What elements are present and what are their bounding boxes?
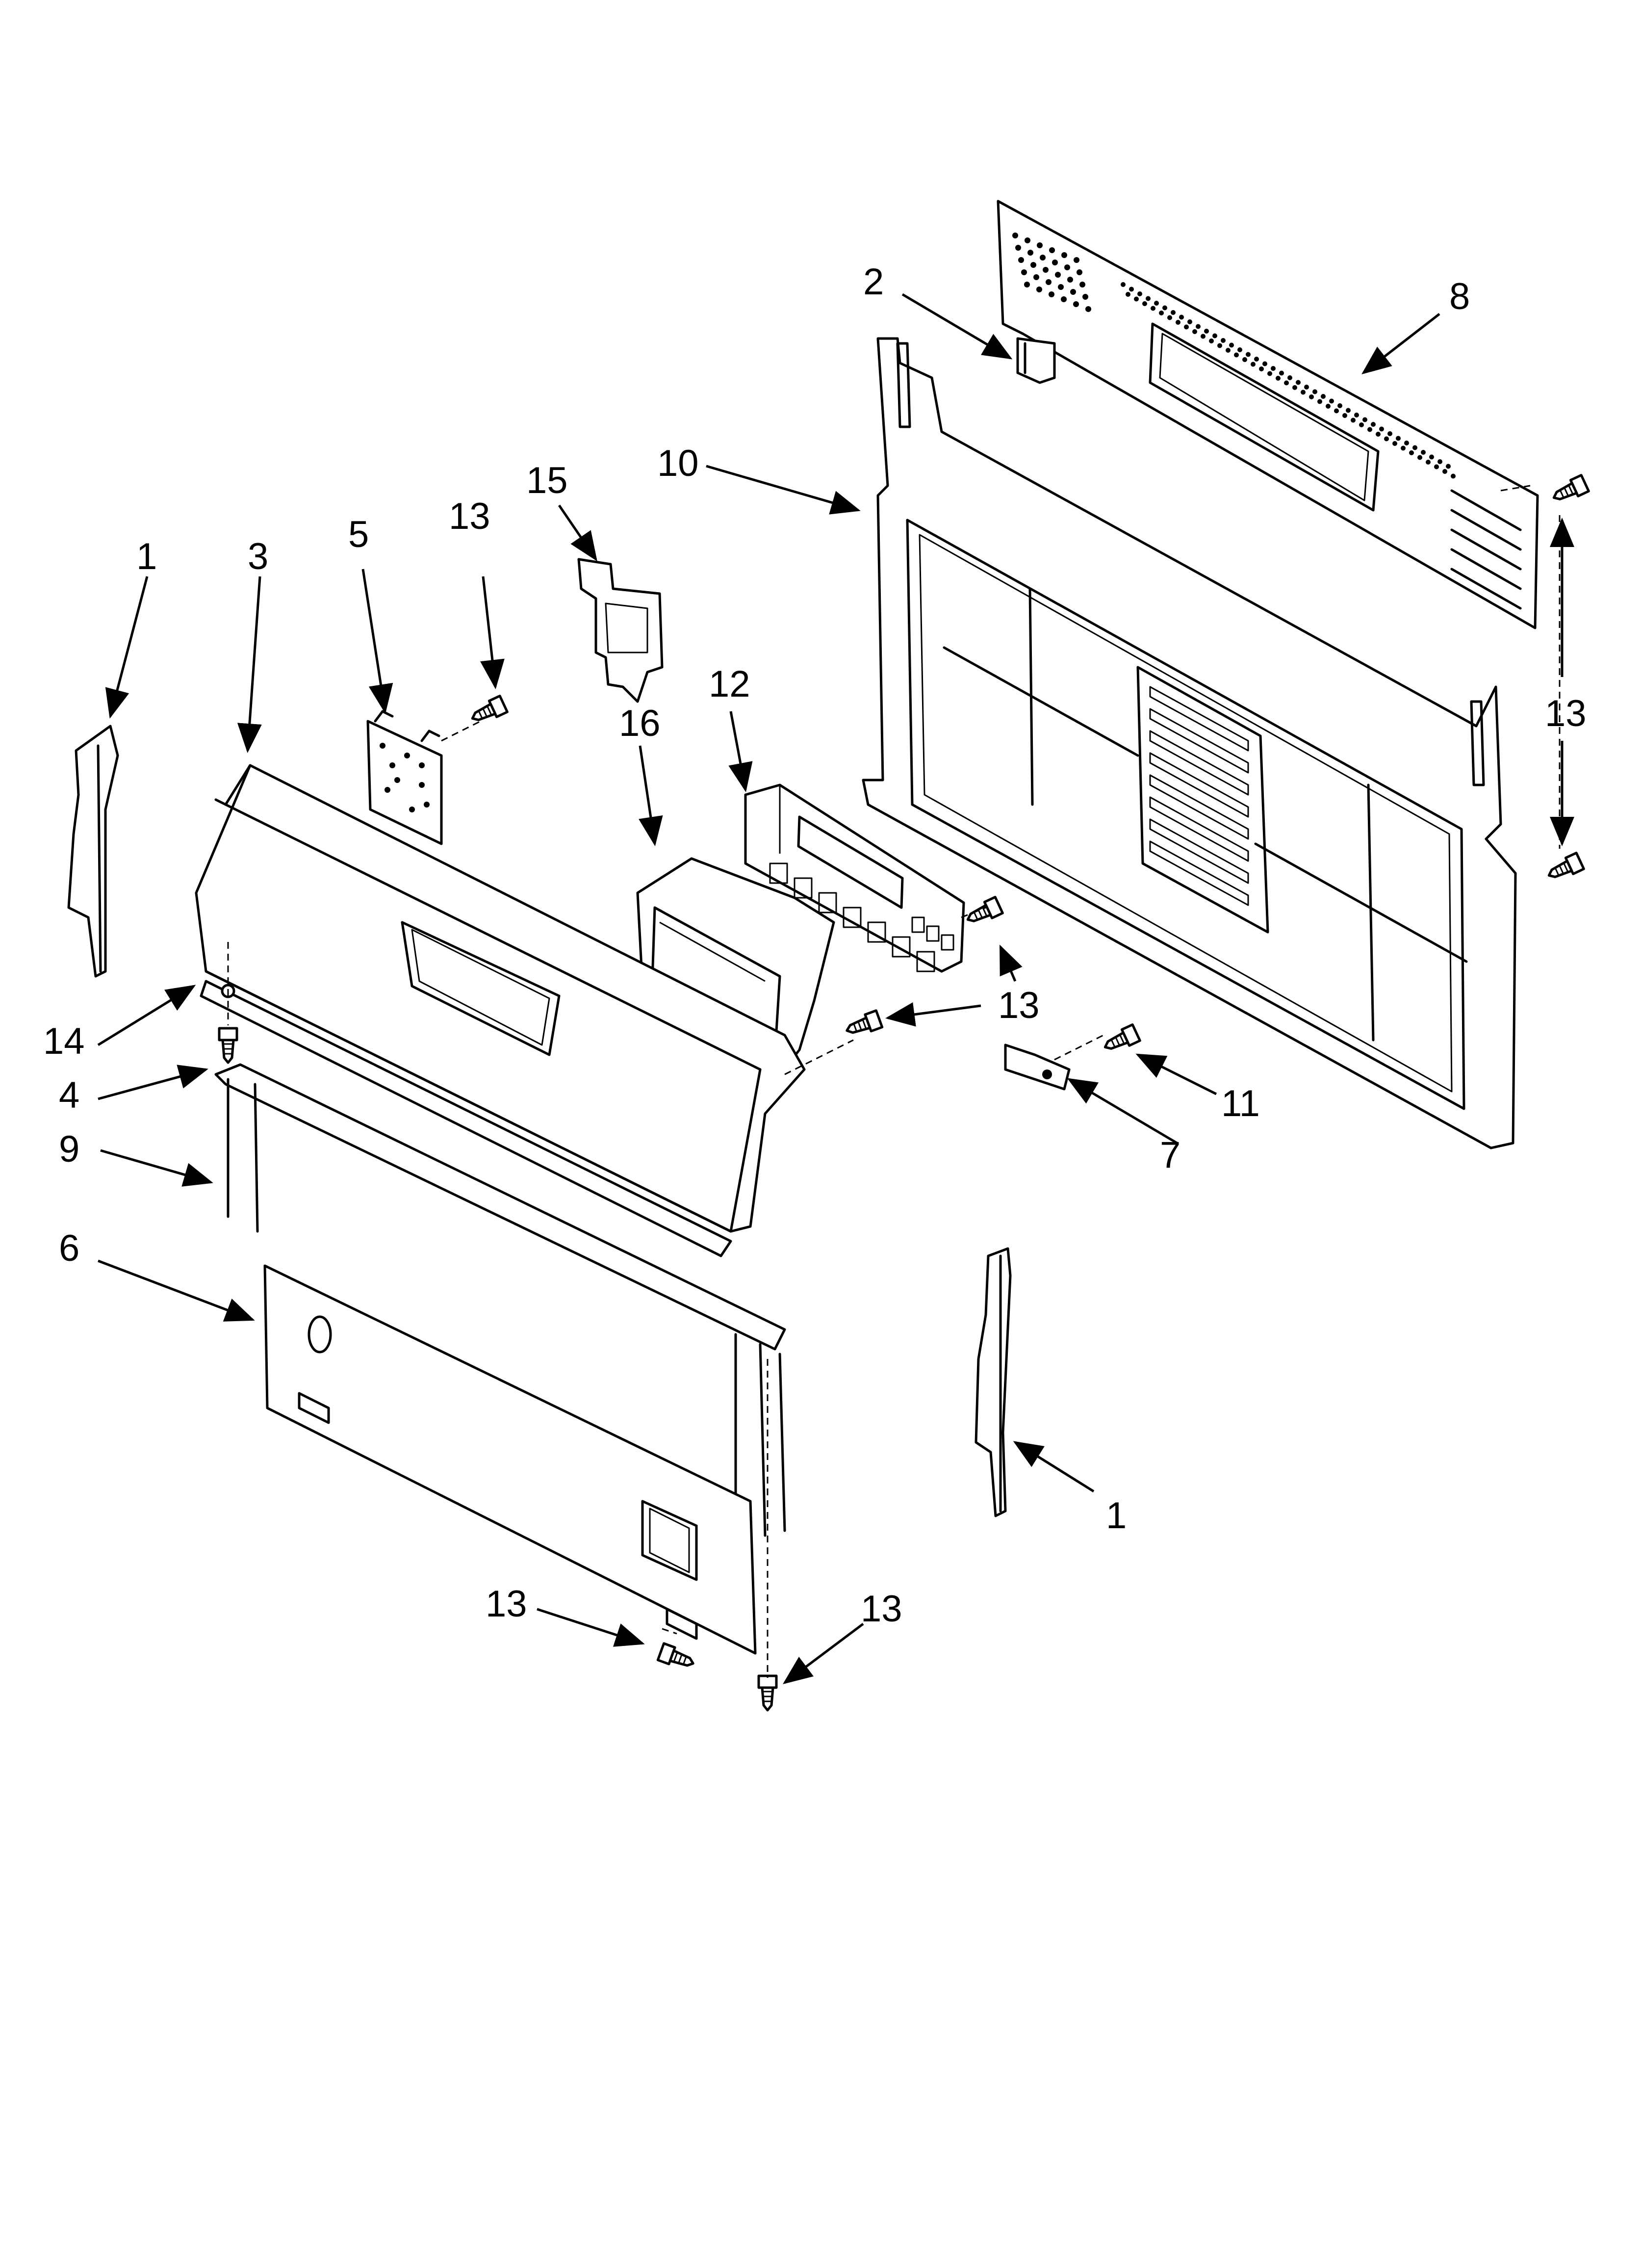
callout-13-bottom-right: 13 [861, 1588, 902, 1630]
callout-14: 14 [43, 1020, 85, 1062]
callout-12: 12 [709, 663, 750, 705]
assembly-lines [227, 485, 1561, 1678]
callout-9: 9 [59, 1128, 79, 1170]
screw-icon [656, 1642, 694, 1667]
callout-1-bottom: 1 [1106, 1495, 1127, 1537]
screw-icon [218, 1027, 238, 1064]
callout-16: 16 [619, 703, 661, 744]
screw-icon [1103, 1023, 1141, 1050]
part-10-rear-panel [862, 337, 1517, 1149]
leader-arrows [97, 293, 1574, 1684]
part-1-side-bracket-left [67, 725, 119, 978]
callout-8: 8 [1449, 276, 1470, 317]
screw-icon [757, 1674, 778, 1712]
screw-icon [966, 896, 1004, 922]
screws [218, 474, 1590, 1712]
callout-15: 15 [526, 460, 568, 501]
callout-7: 7 [1160, 1134, 1180, 1176]
callout-13-board: 13 [449, 495, 490, 537]
screw-icon [1547, 852, 1585, 878]
part-5-control-board [366, 710, 443, 845]
screw-icon [471, 695, 509, 721]
part-8-rear-top-panel [997, 200, 1539, 629]
part-3-control-console [195, 764, 806, 1233]
callout-2: 2 [863, 261, 884, 303]
callout-13-right: 13 [1545, 693, 1587, 734]
part-6-lower-panel [263, 1264, 757, 1655]
part-1-side-bracket-right [975, 1247, 1012, 1517]
part-9-frame [214, 1063, 786, 1537]
callout-3: 3 [248, 536, 268, 577]
callout-13-bottom-left: 13 [486, 1583, 527, 1625]
part-15-bracket [577, 558, 664, 703]
callout-10: 10 [657, 443, 699, 484]
callout-13-center: 13 [998, 985, 1040, 1026]
screw-icon [1552, 474, 1590, 500]
callout-4: 4 [59, 1074, 79, 1116]
callout-labels: 1 3 5 13 15 16 12 10 2 8 13 13 11 7 14 4… [43, 261, 1587, 1630]
screw-icon [846, 1009, 884, 1034]
callout-6: 6 [59, 1227, 79, 1269]
callout-1-top: 1 [136, 536, 157, 577]
part-12-display-board [744, 783, 965, 973]
part-2-clip [1016, 337, 1056, 384]
callout-5: 5 [348, 514, 369, 555]
part-7-clip [1004, 1043, 1071, 1091]
callout-11: 11 [1221, 1083, 1260, 1124]
